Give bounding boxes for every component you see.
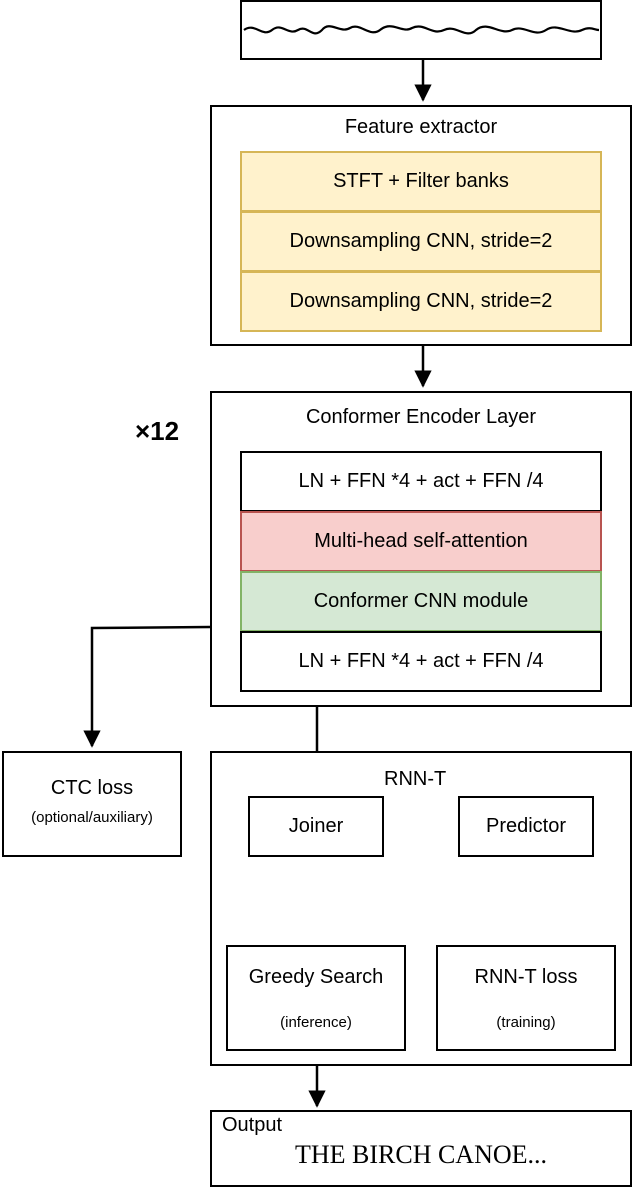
joiner-block: Joiner — [248, 796, 384, 857]
waveform-icon — [243, 25, 600, 35]
ffn-stage-2: LN + FFN *4 + act + FFN /4 — [240, 631, 602, 692]
rnnt-loss-box — [436, 945, 616, 1051]
downsampling-cnn-stage-2: Downsampling CNN, stride=2 — [240, 271, 602, 332]
output-text: THE BIRCH CANOE... — [294, 1140, 548, 1169]
greedy-search-note: (inference) — [280, 1014, 352, 1031]
waveform-box — [240, 0, 602, 60]
output-box — [210, 1110, 632, 1187]
ffn-stage-1: LN + FFN *4 + act + FFN /4 — [240, 451, 602, 512]
rnnt-loss-title: RNN-T loss — [474, 966, 578, 988]
conformer-encoder-title: Conformer Encoder Layer — [305, 406, 537, 428]
rnnt-title: RNN-T — [384, 768, 447, 790]
output-label: Output — [222, 1114, 283, 1136]
rnnt-loss-note: (training) — [496, 1014, 556, 1031]
arrow-encoder-to-ctc — [83, 625, 211, 748]
ctc-loss-note: (optional/auxiliary) — [31, 809, 153, 826]
predictor-block: Predictor — [458, 796, 594, 857]
conformer-cnn-stage: Conformer CNN module — [240, 571, 602, 632]
ctc-loss-title: CTC loss — [50, 777, 134, 799]
repeat-count-label: ×12 — [135, 416, 180, 446]
greedy-search-box — [226, 945, 406, 1051]
ctc-loss-box — [2, 751, 182, 857]
downsampling-cnn-stage-1: Downsampling CNN, stride=2 — [240, 211, 602, 272]
greedy-search-title: Greedy Search — [248, 966, 384, 988]
feature-extractor-title: Feature extractor — [344, 116, 498, 138]
self-attention-stage: Multi-head self-attention — [240, 511, 602, 572]
stft-filterbank-stage: STFT + Filter banks — [240, 151, 602, 212]
